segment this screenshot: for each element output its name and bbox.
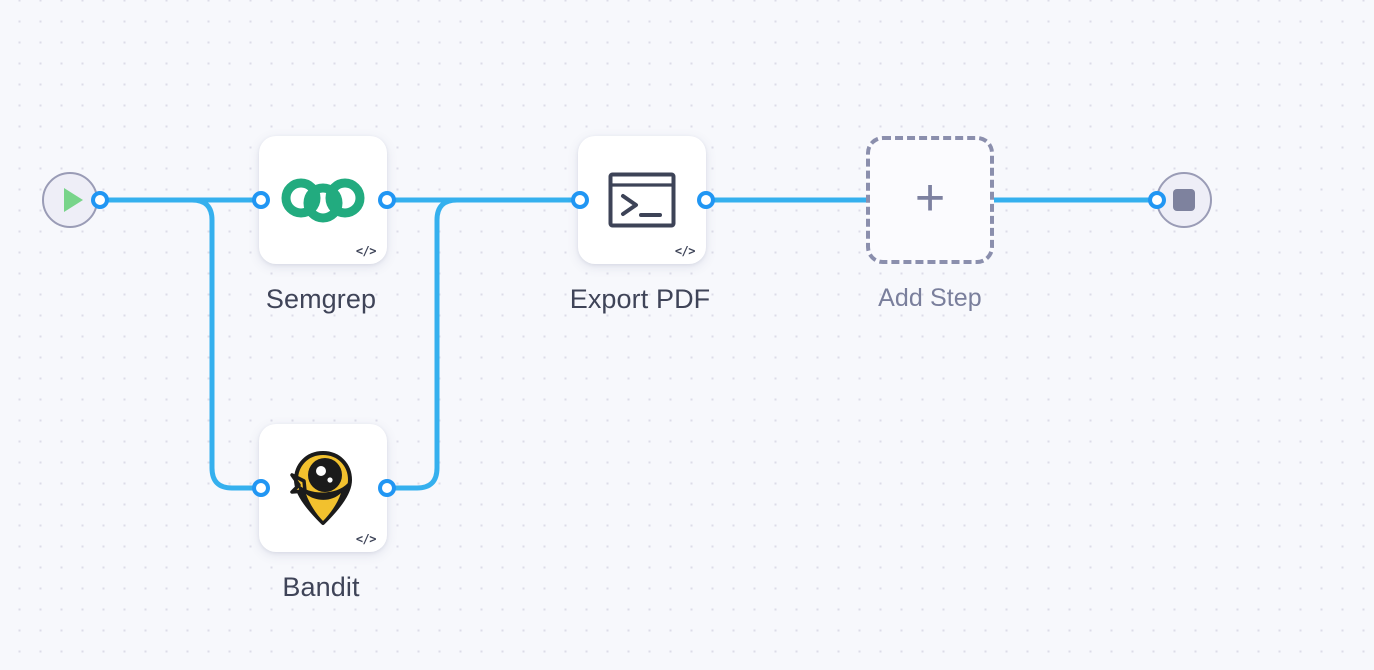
end-node-circle[interactable]	[1156, 172, 1212, 228]
bandit-label: Bandit	[282, 572, 360, 602]
export-pdf-label: Export PDF	[569, 284, 711, 314]
export-pdf-icon-wrap	[578, 136, 706, 264]
semgrep-output-port[interactable]	[378, 191, 396, 209]
play-icon	[63, 188, 83, 212]
export-pdf-code-badge: </>	[674, 244, 696, 258]
semgrep-label: Semgrep	[265, 284, 377, 314]
bandit-output-port[interactable]	[378, 479, 396, 497]
add-step-card[interactable]: +	[866, 136, 994, 264]
start-node-circle[interactable]	[42, 172, 98, 228]
plus-icon: +	[914, 169, 946, 227]
export-pdf-input-port[interactable]	[571, 191, 589, 209]
bandit-card[interactable]: </>	[259, 424, 387, 552]
semgrep-card[interactable]: </>	[259, 136, 387, 264]
semgrep-icon-wrap	[259, 136, 387, 264]
bandit-input-port[interactable]	[252, 479, 270, 497]
bandit-logo-icon	[290, 451, 352, 525]
export-pdf-output-port[interactable]	[697, 191, 715, 209]
stop-icon	[1173, 189, 1195, 211]
edge-bandit-to-exportpdf	[384, 197, 583, 491]
export-pdf-card[interactable]: </>	[578, 136, 706, 264]
edge-start-to-bandit	[97, 197, 264, 491]
bandit-code-badge: </>	[355, 532, 377, 546]
end-input-port[interactable]	[1148, 191, 1166, 209]
terminal-icon	[608, 172, 676, 228]
add-step-label: Add Step	[878, 284, 982, 312]
semgrep-input-port[interactable]	[252, 191, 270, 209]
start-output-port[interactable]	[91, 191, 109, 209]
bandit-icon-wrap	[259, 424, 387, 552]
semgrep-logo-icon	[281, 178, 365, 223]
semgrep-code-badge: </>	[355, 244, 377, 258]
